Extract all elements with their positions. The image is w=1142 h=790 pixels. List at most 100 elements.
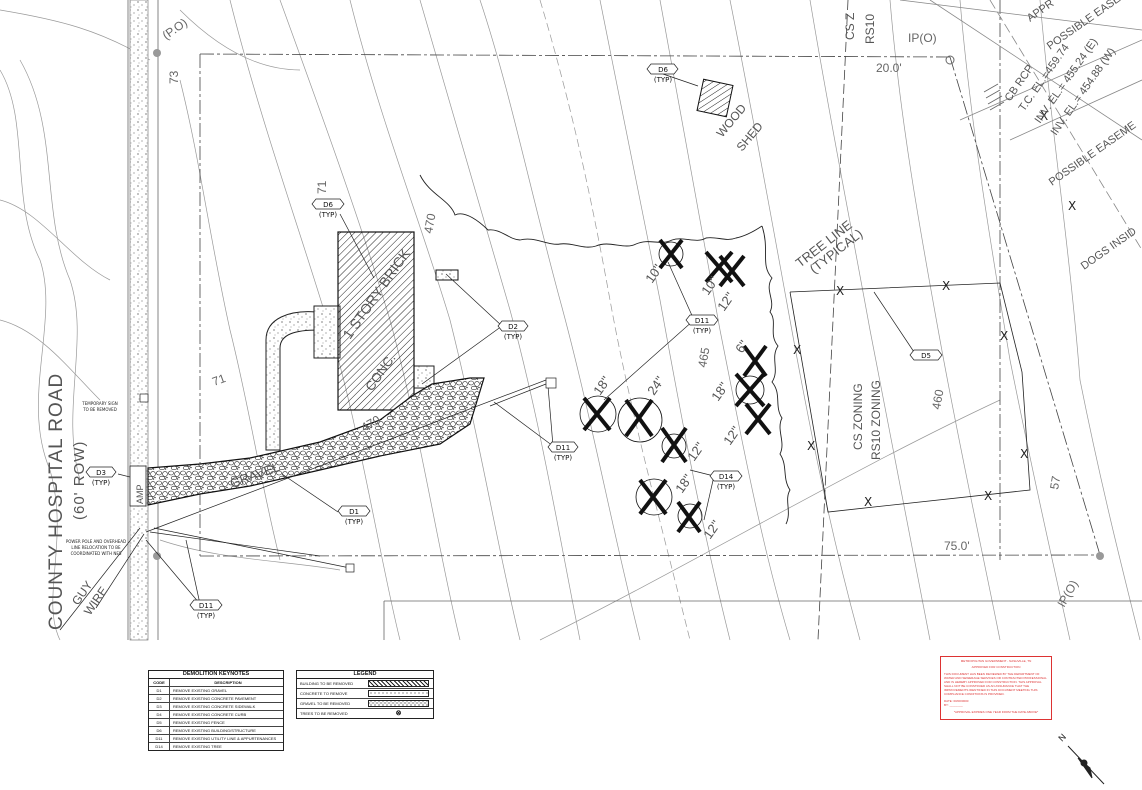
keynote-code: D4 bbox=[149, 711, 170, 718]
tree-size: 12" bbox=[700, 517, 723, 542]
callout-d14-sub: (TYP) bbox=[717, 483, 736, 491]
callout-d3-sub: (TYP) bbox=[92, 479, 111, 487]
svg-text:X: X bbox=[1040, 109, 1048, 123]
keynote-code: D6 bbox=[149, 727, 170, 734]
fence bbox=[789, 282, 1031, 513]
keynote-code: D14 bbox=[149, 743, 170, 750]
callout-d5: D5 bbox=[921, 352, 931, 360]
contour-57: 57 bbox=[1047, 475, 1063, 491]
rs10-zoning-mid: RS10 ZONING bbox=[869, 380, 883, 460]
callout-d3: D3 bbox=[96, 469, 106, 477]
tree-size: 12" bbox=[720, 423, 743, 448]
wood-shed bbox=[696, 78, 734, 118]
legend-label: BUILDING TO BE REMOVED bbox=[300, 681, 354, 686]
keynotes-title: DEMOLITION KEYNOTES bbox=[149, 671, 283, 679]
approval-stamp: METROPOLITAN GOVERNMENT - NASHVILLE, TN … bbox=[940, 656, 1052, 720]
svg-text:X: X bbox=[1020, 447, 1028, 461]
legend-label: TREES TO BE REMOVED bbox=[300, 711, 348, 716]
keynote-desc: REMOVE EXISTING UTILITY LINE & APPURTENA… bbox=[173, 736, 277, 741]
callout-d2: D2 bbox=[508, 323, 518, 331]
catch-basin bbox=[983, 83, 1005, 111]
callout-d6-shed: D6 bbox=[658, 66, 668, 74]
legend-swatch-building bbox=[368, 680, 429, 687]
callout-d11-trees: D11 bbox=[695, 317, 709, 325]
keynote-desc: REMOVE EXISTING CONCRETE SIDEWALK bbox=[173, 704, 256, 709]
callout-tags bbox=[85, 63, 943, 611]
dim-20: 20.0' bbox=[876, 61, 902, 75]
svg-text:X: X bbox=[807, 439, 815, 453]
stamp-by: BY: ________ bbox=[944, 703, 963, 707]
svg-text:X: X bbox=[836, 284, 844, 298]
tree-size: 18" bbox=[672, 471, 695, 496]
svg-text:X: X bbox=[864, 495, 872, 509]
legend-row: CONCRETE TO REMOVE bbox=[297, 689, 433, 699]
gravel-driveway bbox=[147, 377, 485, 506]
keynote-desc: REMOVE EXISTING GRAVEL bbox=[173, 688, 228, 693]
callout-d11-box-sub: (TYP) bbox=[554, 454, 573, 462]
property-corners bbox=[153, 49, 1104, 560]
keynote-desc: REMOVE EXISTING CONCRETE PAVEMENT bbox=[173, 696, 257, 701]
dogs-label: DOGS INSID bbox=[1079, 225, 1139, 272]
contour-73: 73 bbox=[167, 70, 181, 84]
shed-label-2: SHED bbox=[734, 119, 766, 154]
legend-label: CONCRETE TO REMOVE bbox=[300, 691, 348, 696]
stamp-body: THIS DOCUMENT HAS BEEN REVIEWED BY THE D… bbox=[944, 672, 1047, 696]
po-se: IP(O) bbox=[1054, 578, 1080, 610]
callout-d14: D14 bbox=[719, 473, 734, 481]
callout-d6-house-sub: (TYP) bbox=[319, 211, 338, 219]
callout-d6-house: D6 bbox=[323, 201, 333, 209]
callout-d6-shed-sub: (TYP) bbox=[654, 76, 673, 84]
tree-size: 18" bbox=[708, 379, 731, 404]
legend-row: TREES TO BE REMOVED ⊗ bbox=[297, 709, 433, 718]
amp-label: AMP bbox=[135, 484, 145, 504]
keynote-code: D5 bbox=[149, 719, 170, 726]
cs-zoning-mid: CS ZONING bbox=[851, 383, 865, 450]
svg-text:X: X bbox=[1000, 329, 1008, 343]
svg-text:X: X bbox=[984, 489, 992, 503]
keynotes-header-row: CODE DESCRIPTION bbox=[149, 679, 283, 687]
contour-470a: 470 bbox=[421, 212, 438, 234]
svg-text:X: X bbox=[942, 279, 950, 293]
keynote-desc: REMOVE EXISTING BUILDING/STRUCTURE bbox=[173, 728, 256, 733]
road-row-label: (60' ROW) bbox=[71, 441, 88, 520]
keynote-desc: REMOVE EXISTING TREE bbox=[173, 744, 222, 749]
callout-d2-sub: (TYP) bbox=[504, 333, 523, 341]
contour-lines bbox=[0, 0, 1141, 641]
temp-sign-note-2: TO BE REMOVED bbox=[82, 407, 117, 412]
tree-size: 12" bbox=[714, 289, 737, 314]
keynote-desc: REMOVE EXISTING CONCRETE CURB bbox=[173, 712, 247, 717]
concrete-porch bbox=[313, 305, 341, 359]
trees-to-remove bbox=[579, 238, 772, 534]
stamp-date: DATE: 00/00/0000 bbox=[944, 699, 969, 703]
legend-title: LEGEND bbox=[297, 671, 433, 679]
app-label: APPR bbox=[1025, 0, 1056, 24]
temp-sign-marker bbox=[139, 393, 149, 403]
legend-swatch-concrete bbox=[368, 690, 429, 697]
po-nw: (P.O) bbox=[160, 15, 190, 42]
callout-d11-pole: D11 bbox=[199, 602, 213, 610]
keynote-code: D1 bbox=[149, 687, 170, 694]
tree-size: 10" bbox=[698, 273, 721, 298]
contour-465: 465 bbox=[695, 346, 712, 368]
tree-size: 24" bbox=[644, 373, 667, 398]
road-name-label: COUNTY HOSPITAL ROAD bbox=[46, 373, 67, 630]
legend-row: BUILDING TO BE REMOVED bbox=[297, 679, 433, 689]
contour-71b: 71 bbox=[210, 371, 228, 389]
legend-table: LEGEND BUILDING TO BE REMOVED CONCRETE T… bbox=[296, 670, 434, 719]
sidewalk-strip bbox=[129, 0, 149, 641]
stamp-footer: *APPROVAL EXPIRES ONE YEAR FROM THE DATE… bbox=[953, 710, 1039, 714]
north-arrow bbox=[1067, 745, 1105, 785]
keynote-code: D2 bbox=[149, 695, 170, 702]
stamp-line-2: APPROVED FOR CONSTRUCTION bbox=[971, 665, 1021, 669]
north-label: N bbox=[1056, 732, 1068, 744]
pole-marker bbox=[345, 563, 355, 573]
col-desc: DESCRIPTION bbox=[214, 680, 242, 685]
legend-swatch-tree-icon: ⊗ bbox=[395, 710, 402, 717]
keynote-code: D3 bbox=[149, 703, 170, 710]
